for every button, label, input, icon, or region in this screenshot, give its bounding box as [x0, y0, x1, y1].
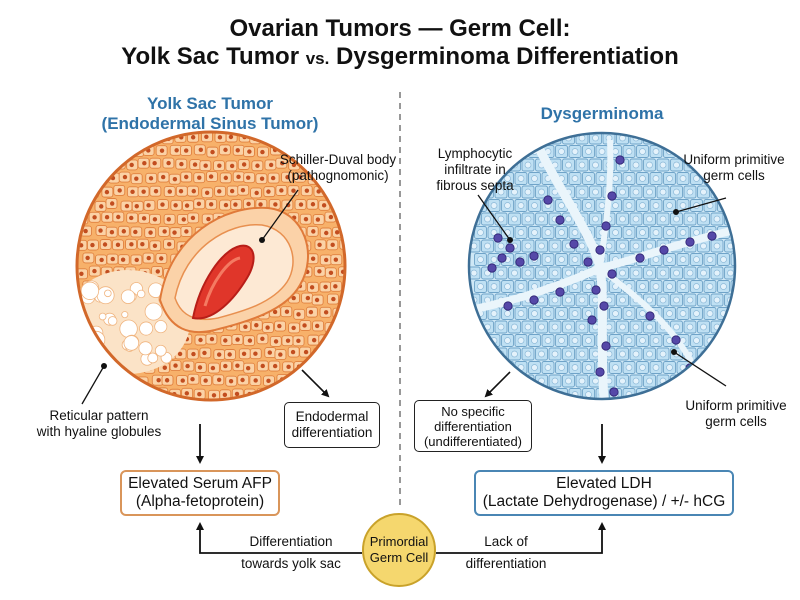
- heading-yolk-sac-line-2: (Endodermal Sinus Tumor): [101, 114, 319, 133]
- box-endodermal-line-1: Endodermal: [295, 409, 369, 424]
- label-lack-of-differentiation: Lack of differentiation: [446, 534, 566, 572]
- label-uniform-bottom-line-1: Uniform primitive: [685, 398, 787, 413]
- lymphocytes: [487, 155, 717, 397]
- label-lack-of-differentiation-line-1: Lack of: [484, 534, 528, 549]
- leader-lymphocytic: [477, 194, 511, 241]
- title-vs: vs.: [305, 49, 330, 68]
- label-uniform-bottom-line-2: germ cells: [705, 414, 767, 429]
- label-reticular-line-1: Reticular pattern: [49, 408, 149, 423]
- box-endodermal-line-2: differentiation: [291, 425, 373, 440]
- label-uniform-top-line-2: germ cells: [703, 168, 765, 183]
- label-uniform-germ-cells-top: Uniform primitive germ cells: [674, 152, 794, 184]
- box-endodermal-differentiation: Endodermal differentiation: [284, 402, 380, 448]
- label-towards-yolk-sac-line-1: Differentiation: [249, 534, 333, 549]
- label-reticular-line-2: with hyaline globules: [36, 424, 162, 439]
- connector-left: [196, 522, 362, 554]
- label-lymphocytic-line-2: infiltrate in: [444, 162, 506, 177]
- leader-uniform-top: [675, 197, 727, 213]
- label-schiller-duval-line-2: (pathognomonic): [287, 168, 389, 183]
- result-ldh-line-2: (Lactate Dehydrogenase) / +/- hCG: [482, 493, 726, 510]
- heading-yolk-sac: Yolk Sac Tumor (Endodermal Sinus Tumor): [90, 94, 330, 134]
- leader-uniform-bottom: [673, 351, 727, 387]
- result-elevated-ldh: Elevated LDH (Lactate Dehydrogenase) / +…: [474, 470, 734, 516]
- heading-dysgerminoma: Dysgerminoma: [540, 104, 664, 123]
- heading-yolk-sac-line-1: Yolk Sac Tumor: [147, 94, 273, 113]
- title-yolk-sac: Yolk Sac Tumor: [121, 43, 306, 70]
- pgc-line-1: Primordial: [369, 534, 429, 549]
- box-nospec-line-2: differentiation: [434, 418, 512, 434]
- box-no-specific-differentiation: No specific differentiation (undifferent…: [414, 400, 532, 452]
- result-afp-line-2: (Alpha-fetoprotein): [135, 493, 265, 510]
- diagram-title-line-1: Ovarian Tumors — Germ Cell:: [229, 15, 571, 42]
- result-elevated-afp: Elevated Serum AFP (Alpha-fetoprotein): [120, 470, 280, 516]
- connector-right: [436, 522, 606, 554]
- primordial-germ-cell: Primordial Germ Cell: [362, 513, 436, 587]
- title-dysgerminoma: Dysgerminoma Differentiation: [329, 43, 679, 70]
- diagram-title-line-2: Yolk Sac Tumor vs. Dysgerminoma Differen…: [0, 42, 800, 74]
- box-nospec-line-3: (undifferentiated): [423, 433, 523, 449]
- pgc-line-2: Germ Cell: [369, 550, 429, 565]
- yolk-sac-histology: [75, 130, 347, 402]
- leader-schiller-duval: [261, 189, 299, 241]
- label-uniform-germ-cells-bottom: Uniform primitive germ cells: [676, 398, 796, 430]
- label-lymphocytic-infiltrate: Lymphocytic infiltrate in fibrous septa: [420, 146, 530, 194]
- dysgerminoma-histology: [467, 131, 737, 401]
- result-afp-line-1: Elevated Serum AFP: [128, 475, 272, 492]
- label-towards-yolk-sac-line-2: towards yolk sac: [241, 556, 341, 571]
- box-nospec-line-1: No specific: [441, 403, 505, 419]
- arrow-to-nospecific: [484, 371, 511, 398]
- leader-reticular: [81, 365, 105, 405]
- label-lymphocytic-line-1: Lymphocytic: [437, 146, 513, 161]
- label-schiller-duval-line-1: Schiller-Duval body: [279, 152, 397, 167]
- result-ldh-line-1: Elevated LDH: [556, 475, 652, 492]
- label-lack-of-differentiation-line-2: differentiation: [465, 556, 547, 571]
- label-schiller-duval: Schiller-Duval body (pathognomonic): [268, 152, 408, 184]
- label-towards-yolk-sac: Differentiation towards yolk sac: [224, 534, 358, 572]
- label-uniform-top-line-1: Uniform primitive: [683, 152, 785, 167]
- label-lymphocytic-line-3: fibrous septa: [436, 178, 514, 193]
- label-reticular: Reticular pattern with hyaline globules: [14, 408, 184, 440]
- arrow-to-endodermal: [301, 369, 330, 398]
